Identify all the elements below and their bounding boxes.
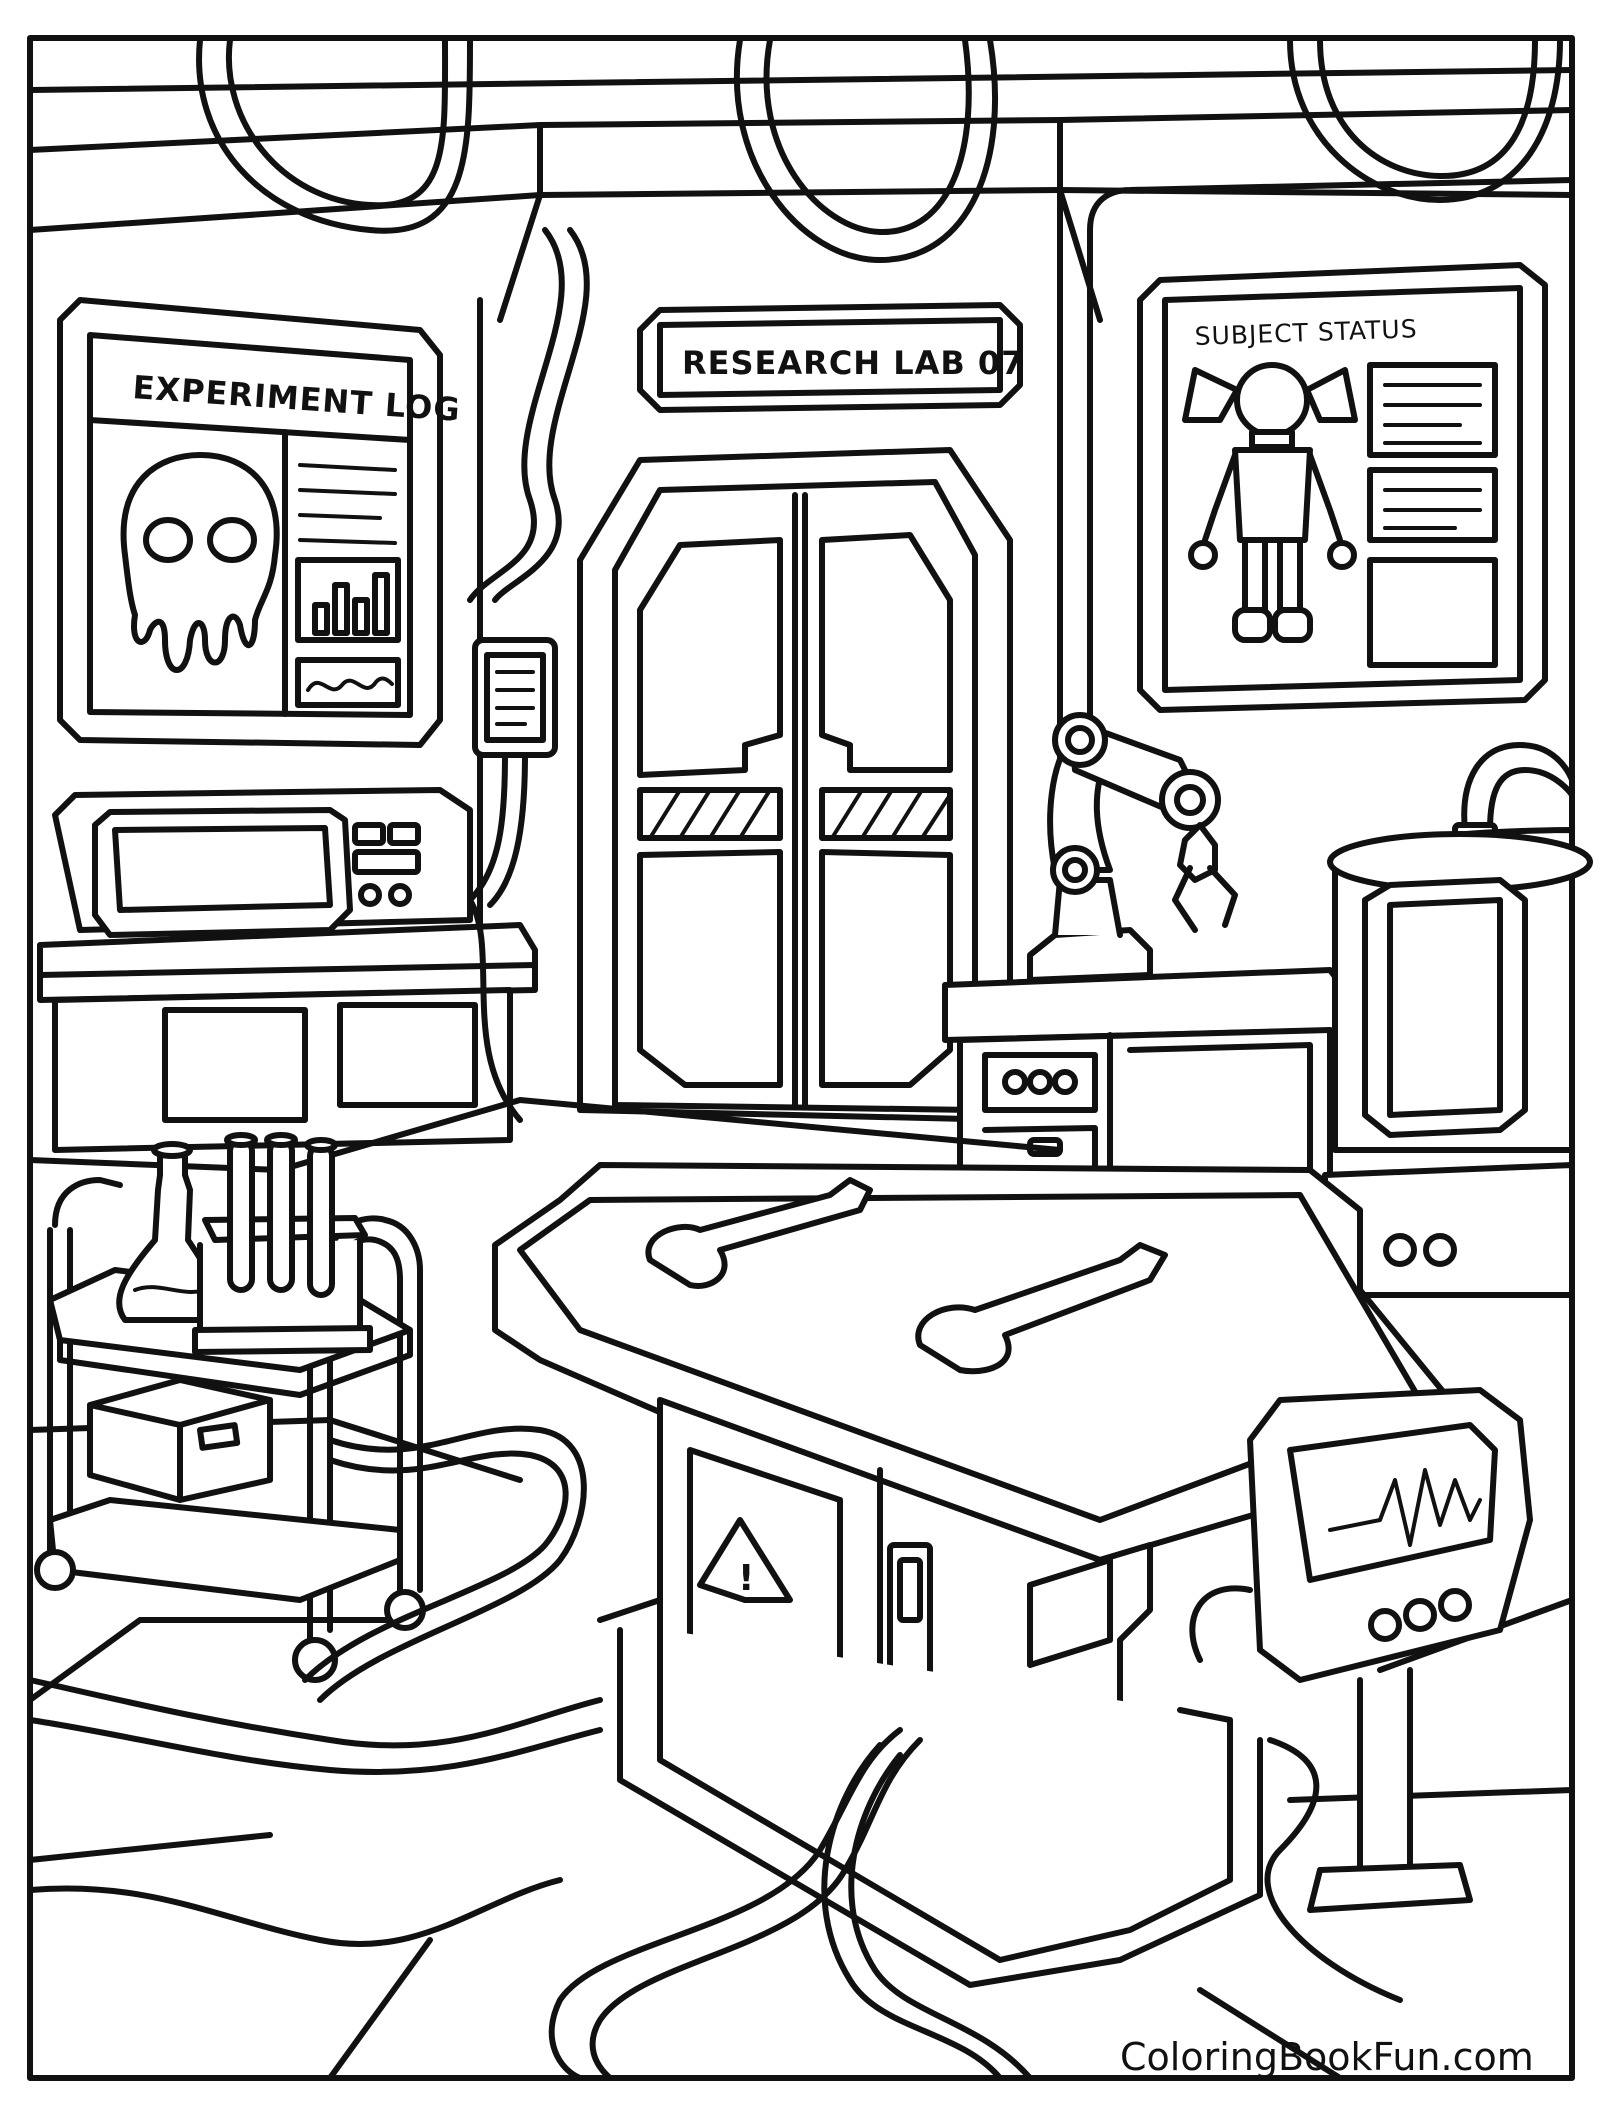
waveform-icon: [295, 657, 401, 708]
subject-status-panel: SUBJECT STATUS: [1137, 262, 1548, 713]
skull-icon: [120, 452, 280, 673]
computer-console: [37, 787, 538, 1153]
ceiling: [27, 67, 1575, 323]
heart-monitor: [1247, 1387, 1533, 1913]
operating-table: !: [492, 1162, 1453, 1988]
bar-chart-icon: [295, 557, 401, 643]
robotic-arm: [1027, 712, 1238, 983]
research-lab-title: RESEARCH LAB 07: [682, 344, 1024, 382]
watermark: ColoringBookFun.com: [1120, 2035, 1534, 2079]
ceiling-cables: [196, 37, 1563, 603]
warning-icon: !: [697, 1517, 793, 1603]
research-lab-sign: RESEARCH LAB 07: [637, 302, 1024, 413]
lab-door: [577, 447, 1013, 1123]
experiment-log-panel: EXPERIMENT LOG: [57, 297, 462, 748]
wall-control-box: [467, 637, 558, 908]
lab-trolley: [34, 1132, 426, 1683]
cryo-tank: [1322, 742, 1593, 1298]
robot-figure-icon: [1182, 362, 1358, 643]
floor-cables: [27, 897, 1403, 2081]
warning-symbol: !: [738, 1558, 754, 1599]
